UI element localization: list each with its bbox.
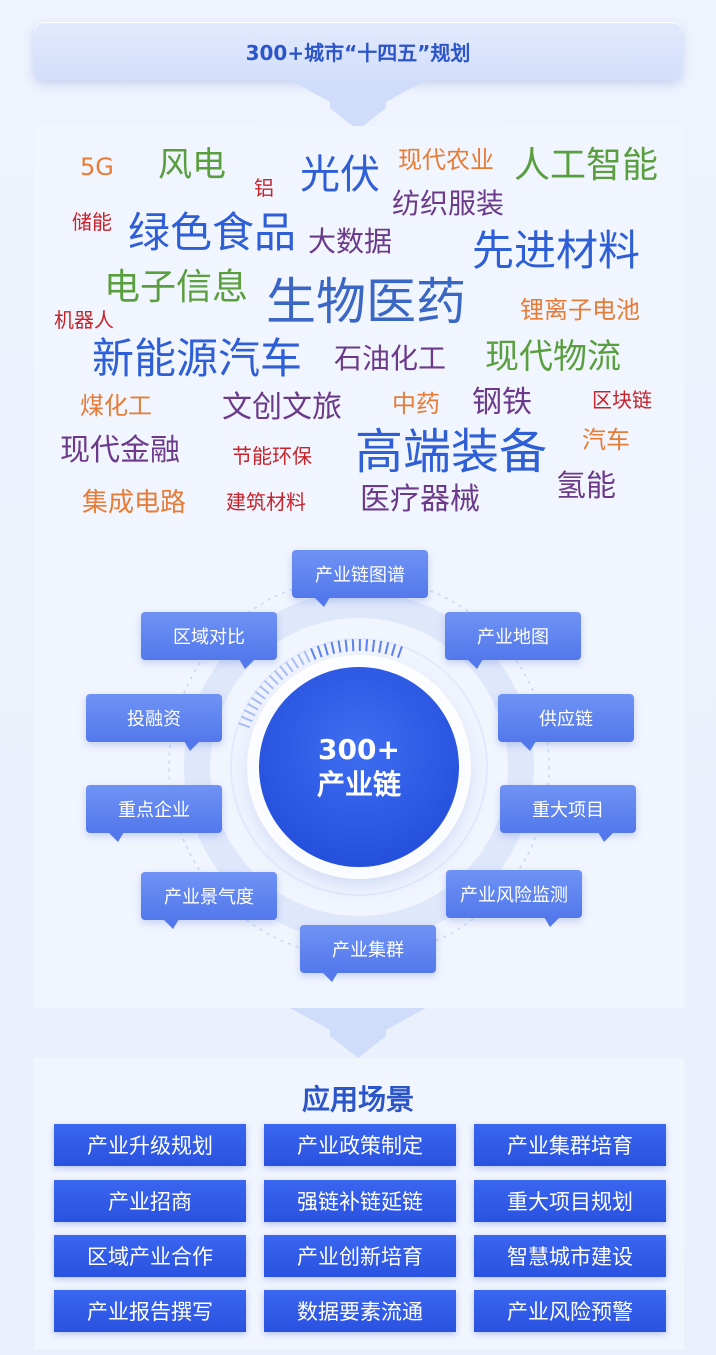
down-arrow-icon xyxy=(290,1008,426,1058)
hub-circle: 300+ 产业链 xyxy=(259,667,459,867)
industry-tag: 新能源汽车 xyxy=(92,334,303,383)
ring-tick xyxy=(337,640,342,653)
industry-tag: 纺织服装 xyxy=(392,187,505,220)
industry-tag: 汽车 xyxy=(582,426,630,454)
industry-tag: 先进材料 xyxy=(472,226,641,275)
satellite-4[interactable]: 投融资 xyxy=(86,694,222,751)
industry-tag: 集成电路 xyxy=(82,488,187,518)
scene-button[interactable]: 产业报告撰写 xyxy=(54,1290,246,1332)
satellite-10[interactable]: 产业集群 xyxy=(300,925,436,982)
industry-tag: 现代农业 xyxy=(398,146,494,174)
ring-tick xyxy=(323,643,329,656)
ring-tick xyxy=(396,646,403,659)
industry-tag: 大数据 xyxy=(308,225,393,258)
ring-tick xyxy=(285,661,294,673)
industry-tag: 氢能 xyxy=(556,469,616,504)
industry-tag: 锂离子电池 xyxy=(520,296,640,324)
industry-tag: 光伏 xyxy=(300,152,380,198)
industry-tag: 人工智能 xyxy=(514,145,659,186)
industry-tag: 5G xyxy=(80,153,114,181)
satellite-1[interactable]: 产业链图谱 xyxy=(292,550,428,607)
industry-tag: 高端装备 xyxy=(355,424,548,480)
plan-banner-title: 300+城市“十四五”规划 xyxy=(245,40,471,65)
plan-banner: 300+城市“十四五”规划 xyxy=(34,22,682,80)
scenes-title: 应用场景 xyxy=(301,1083,414,1116)
industry-tag: 文创文旅 xyxy=(222,390,342,425)
ring-tick xyxy=(371,639,376,652)
down-arrow-icon xyxy=(290,80,426,130)
ring-tick xyxy=(351,639,355,652)
satellite-3[interactable]: 产业地图 xyxy=(445,612,581,669)
ring-tick xyxy=(263,679,275,690)
ring-tick xyxy=(273,670,284,681)
ring-tick xyxy=(330,641,336,654)
ring-tick xyxy=(297,653,305,666)
scene-button[interactable]: 产业集群培育 xyxy=(474,1124,666,1166)
ring-tick xyxy=(247,702,259,711)
ring-tick xyxy=(310,647,317,660)
industry-tag: 机器人 xyxy=(54,308,114,332)
industry-tag: 中药 xyxy=(392,390,440,418)
scene-button[interactable]: 智慧城市建设 xyxy=(474,1235,666,1277)
ring-tick xyxy=(243,709,256,717)
scene-button[interactable]: 产业政策制定 xyxy=(264,1124,456,1166)
industry-tag: 钢铁 xyxy=(472,385,532,420)
ring-tick xyxy=(378,640,383,653)
hub-count: 300+ xyxy=(318,733,400,766)
ring-tick xyxy=(238,722,251,729)
ring-tick xyxy=(291,657,300,669)
industry-tag: 现代金融 xyxy=(60,433,180,468)
ring-tick xyxy=(390,643,397,657)
industry-tag: 节能环保 xyxy=(232,444,312,468)
ring-tick xyxy=(365,639,369,652)
industry-tag: 医疗器械 xyxy=(360,482,480,517)
industry-tag: 生物医药 xyxy=(266,273,466,331)
ring-tick xyxy=(384,642,390,655)
ring-tick xyxy=(254,690,266,700)
ring-tick xyxy=(303,650,311,663)
scene-button[interactable]: 产业招商 xyxy=(54,1180,246,1222)
industry-tag: 绿色食品 xyxy=(128,208,297,257)
scene-button[interactable]: 重大项目规划 xyxy=(474,1180,666,1222)
satellite-2[interactable]: 区域对比 xyxy=(141,612,277,669)
industry-tag: 铝 xyxy=(254,176,274,200)
ring-tick xyxy=(316,645,323,658)
hub-label: 产业链 xyxy=(316,768,401,801)
industry-tag: 储能 xyxy=(72,210,112,234)
ring-tick xyxy=(259,685,270,695)
satellite-5[interactable]: 供应链 xyxy=(498,694,634,751)
industry-tag: 石油化工 xyxy=(334,342,447,375)
ring-tick xyxy=(344,639,348,652)
industry-tag: 建筑材料 xyxy=(226,490,306,514)
scene-button[interactable]: 产业风险预警 xyxy=(474,1290,666,1332)
industry-tag: 煤化工 xyxy=(80,392,152,420)
industry-tag: 区块链 xyxy=(592,388,652,412)
scene-button[interactable]: 产业升级规划 xyxy=(54,1124,246,1166)
ring-tick xyxy=(240,715,253,723)
ring-tick xyxy=(250,696,263,706)
industry-tag: 现代物流 xyxy=(485,337,621,377)
satellite-6[interactable]: 重点企业 xyxy=(86,785,222,842)
ring-tick xyxy=(279,665,289,677)
satellite-8[interactable]: 产业景气度 xyxy=(141,872,277,929)
satellite-7[interactable]: 重大项目 xyxy=(500,785,636,842)
industry-tag: 风电 xyxy=(158,145,226,185)
scene-button[interactable]: 产业创新培育 xyxy=(264,1235,456,1277)
satellite-9[interactable]: 产业风险监测 xyxy=(446,870,582,927)
ring-tick xyxy=(268,674,279,685)
scene-button[interactable]: 强链补链延链 xyxy=(264,1180,456,1222)
industry-tag: 电子信息 xyxy=(104,267,249,308)
scene-button[interactable]: 区域产业合作 xyxy=(54,1235,246,1277)
scene-button[interactable]: 数据要素流通 xyxy=(264,1290,456,1332)
